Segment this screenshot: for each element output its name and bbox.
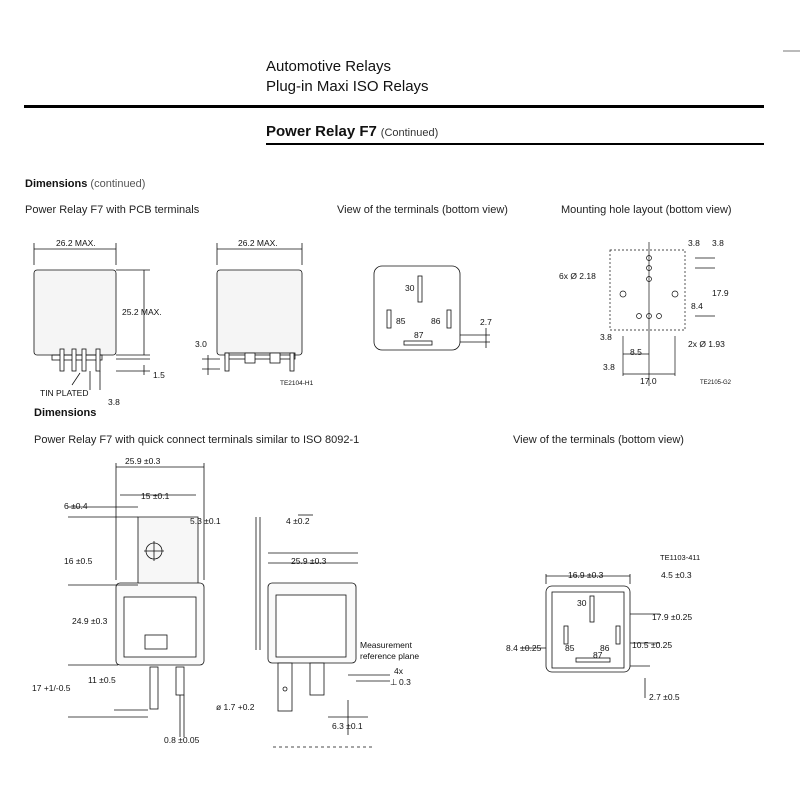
term1-87: 87 [414, 330, 424, 340]
terminals-caption-1: View of the terminals (bottom view) [337, 204, 508, 216]
pcb-width-front: 26.2 MAX. [56, 238, 96, 248]
qc-d08: 0.8 ±0.05 [164, 735, 200, 745]
qc-tol-sym: ⊥ [390, 677, 398, 687]
mount-d6: 8.5 [630, 347, 642, 357]
terminals-caption-2: View of the terminals (bottom view) [513, 434, 684, 446]
qc-w-bracket: 15 ±0.1 [141, 491, 170, 501]
section-continued: (Continued) [380, 127, 439, 139]
qc-meas: Measurement [360, 640, 413, 650]
mount-d7: 3.8 [603, 362, 615, 372]
mount-ref: TE2105-G2 [700, 380, 732, 386]
qc-w-top: 25.9 ±0.3 [125, 456, 161, 466]
mount-d8: 17.0 [640, 376, 657, 386]
bot-d84: 8.4 ±0.25 [506, 643, 542, 653]
page-edge-mark [783, 50, 800, 52]
mount-holes1: 6x Ø 2.18 [559, 271, 596, 281]
mount-d5: 3.8 [600, 332, 612, 342]
qc-d4: 4 ±0.2 [286, 516, 310, 526]
mount-holes2: 2x Ø 1.93 [688, 339, 725, 349]
pcb-relay-drawing: 26.2 MAX. 26.2 MAX. 25.2 MAX. 3.0 1.5 TI… [33, 238, 314, 407]
qc-d11: 11 ±0.5 [88, 675, 116, 685]
bot-t86: 86 [600, 643, 610, 653]
term1-85: 85 [396, 316, 406, 326]
qc-relay-drawing: 25.9 ±0.3 15 ±0.1 6 ±0.4 5.3 ±0.1 16 ±0.… [32, 456, 419, 748]
pcb-ref: TE2104-H1 [280, 380, 314, 387]
pcb-height: 25.2 MAX. [122, 307, 162, 317]
bot-d169: 16.9 ±0.3 [568, 570, 604, 580]
qc-d53: 5.3 ±0.1 [190, 516, 221, 526]
header-rule [24, 105, 764, 108]
bot-t30: 30 [577, 598, 587, 608]
bot-d179: 17.9 ±0.25 [652, 612, 692, 622]
qc-caption: Power Relay F7 with quick connect termin… [34, 434, 360, 446]
mount-d4: 8.4 [691, 301, 703, 311]
term1-86: 86 [431, 316, 441, 326]
doc-title-line2: Plug-in Maxi ISO Relays [266, 78, 429, 95]
pcb-caption: Power Relay F7 with PCB terminals [25, 204, 200, 216]
terminals-view-2: TE1103-411 16.9 ±0.3 4.5 ±0.3 30 17.9 ±0… [506, 553, 700, 702]
dimensions-heading-2: Dimensions [34, 407, 97, 419]
qc-w-side: 25.9 ±0.3 [291, 556, 327, 566]
term1-30: 30 [405, 283, 415, 293]
qc-meas2: reference plane [360, 651, 419, 661]
dimensions-heading-1: Dimensions (continued) [25, 178, 145, 190]
bot-d27: 2.7 ±0.5 [649, 692, 680, 702]
mount-d3: 17.9 [712, 288, 729, 298]
term1-dim: 2.7 [480, 317, 492, 327]
pcb-pin-length: 3.0 [195, 339, 207, 349]
section-title: Power Relay F7 (Continued) [266, 123, 438, 140]
qc-tol-v: 0.3 [399, 677, 411, 687]
pcb-pitch: 3.8 [108, 397, 120, 407]
qc-d249: 24.9 ±0.3 [72, 616, 108, 626]
mounting-hole-layout: 3.8 3.8 6x Ø 2.18 17.9 8.4 2x Ø 1.93 3.8… [559, 238, 732, 386]
doc-title-line1: Automotive Relays [266, 58, 392, 75]
bot-d45: 4.5 ±0.3 [661, 570, 692, 580]
terminals-view-1: 30 85 86 87 2.7 [373, 265, 492, 351]
bot-ref: TE1103-411 [660, 553, 700, 562]
dimensions-heading-1-text: Dimensions [25, 178, 88, 190]
mounting-caption: Mounting hole layout (bottom view) [561, 204, 732, 216]
pcb-tin-plated: TIN PLATED [40, 388, 89, 398]
section-rule [266, 143, 764, 145]
qc-d6: 6 ±0.4 [64, 501, 88, 511]
pcb-pin-offset: 1.5 [153, 370, 165, 380]
bot-d105: 10.5 ±0.25 [632, 640, 672, 650]
qc-tol-n: 4x [394, 666, 404, 676]
bot-t87: 87 [593, 650, 603, 660]
mount-d1: 3.8 [688, 238, 700, 248]
qc-d17b: ø 1.7 +0.2 [216, 702, 255, 712]
section-title-text: Power Relay F7 [266, 123, 377, 140]
bot-t85: 85 [565, 643, 575, 653]
qc-d17: 17 +1/-0.5 [32, 683, 71, 693]
qc-d63: 6.3 ±0.1 [332, 721, 363, 731]
mount-d2: 3.8 [712, 238, 724, 248]
qc-d16: 16 ±0.5 [64, 556, 93, 566]
pcb-width-side: 26.2 MAX. [238, 238, 278, 248]
dimensions-heading-1-suffix: (continued) [90, 178, 146, 190]
